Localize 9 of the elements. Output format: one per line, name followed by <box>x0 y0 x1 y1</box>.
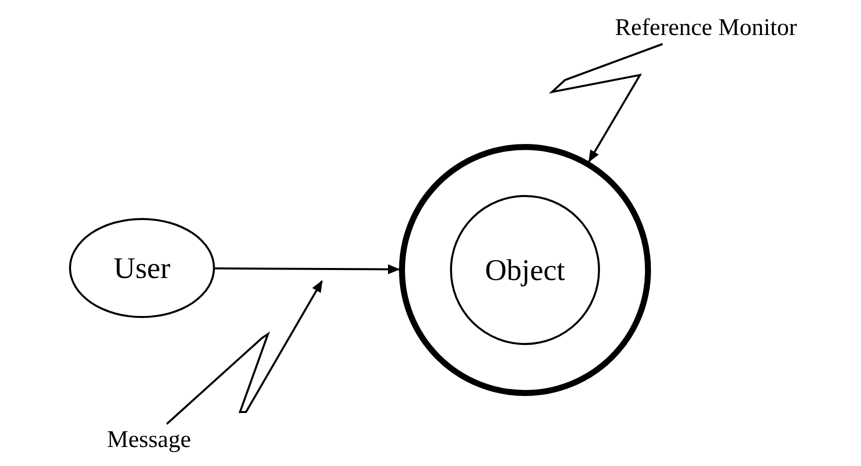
message-label: Message <box>94 424 204 456</box>
reference-monitor-ring <box>399 144 651 396</box>
node-text: Object <box>485 252 565 288</box>
leader-arrow <box>548 43 663 162</box>
user-ellipse <box>69 218 215 318</box>
reference-monitor-label: Reference Monitor <box>564 12 848 44</box>
leader-arrow <box>166 280 323 425</box>
node-text: User <box>114 250 170 286</box>
arrow <box>215 264 400 274</box>
